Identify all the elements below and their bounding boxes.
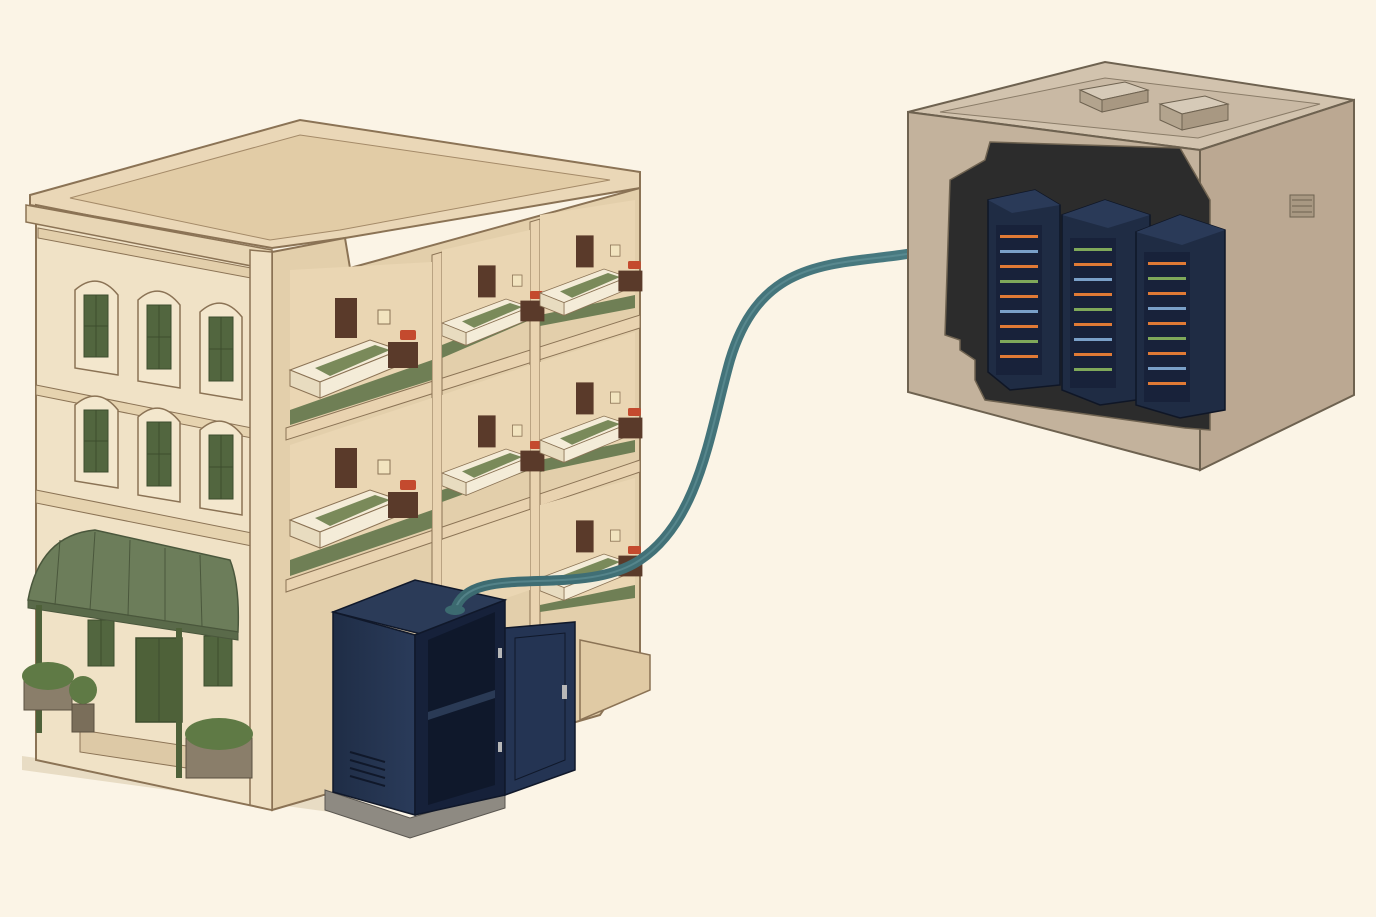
vent-icon xyxy=(349,751,386,787)
window xyxy=(199,420,243,516)
building-side-base xyxy=(579,639,651,722)
planter xyxy=(22,662,74,711)
window xyxy=(74,395,119,489)
planter xyxy=(69,676,97,733)
hinge-icon xyxy=(498,648,502,658)
server-rack xyxy=(1061,199,1151,406)
server-rack xyxy=(1135,214,1226,419)
window xyxy=(87,619,115,667)
bed xyxy=(538,382,643,463)
datacenter-building xyxy=(907,60,1355,472)
cabinet-shelf xyxy=(428,690,495,720)
cable-port xyxy=(445,605,465,615)
network-cabinet xyxy=(324,579,576,839)
cabinet-plinth xyxy=(324,789,506,839)
led-row xyxy=(1000,235,1038,358)
hinge-icon xyxy=(498,742,502,752)
window xyxy=(199,302,243,401)
rooftop-ac-unit xyxy=(1078,81,1150,113)
cabinet-left-side xyxy=(332,611,416,816)
bed xyxy=(538,235,643,316)
cutaway-rooms xyxy=(285,200,643,745)
door-handle-icon xyxy=(562,685,567,699)
window xyxy=(74,280,119,376)
bed xyxy=(288,298,418,399)
vent-icon xyxy=(1289,194,1315,218)
cabinet-door-panel xyxy=(514,632,566,781)
roof-inner xyxy=(69,134,611,241)
window xyxy=(137,290,181,389)
bed xyxy=(288,448,418,549)
led-row xyxy=(1074,248,1112,371)
window xyxy=(137,407,181,503)
front-windows xyxy=(74,280,243,687)
led-row xyxy=(1148,262,1186,385)
entrance-door xyxy=(79,637,201,771)
bed xyxy=(440,265,545,346)
planter xyxy=(185,718,253,779)
building-corner-pillar xyxy=(249,249,273,811)
server-rack xyxy=(987,189,1061,391)
bed xyxy=(440,415,545,496)
window xyxy=(203,635,233,687)
datacenter-roof-inner xyxy=(939,77,1321,139)
entrance-awning xyxy=(27,529,240,778)
rooftop-ac-unit xyxy=(1158,95,1230,131)
cabinet-open-door xyxy=(504,621,576,797)
